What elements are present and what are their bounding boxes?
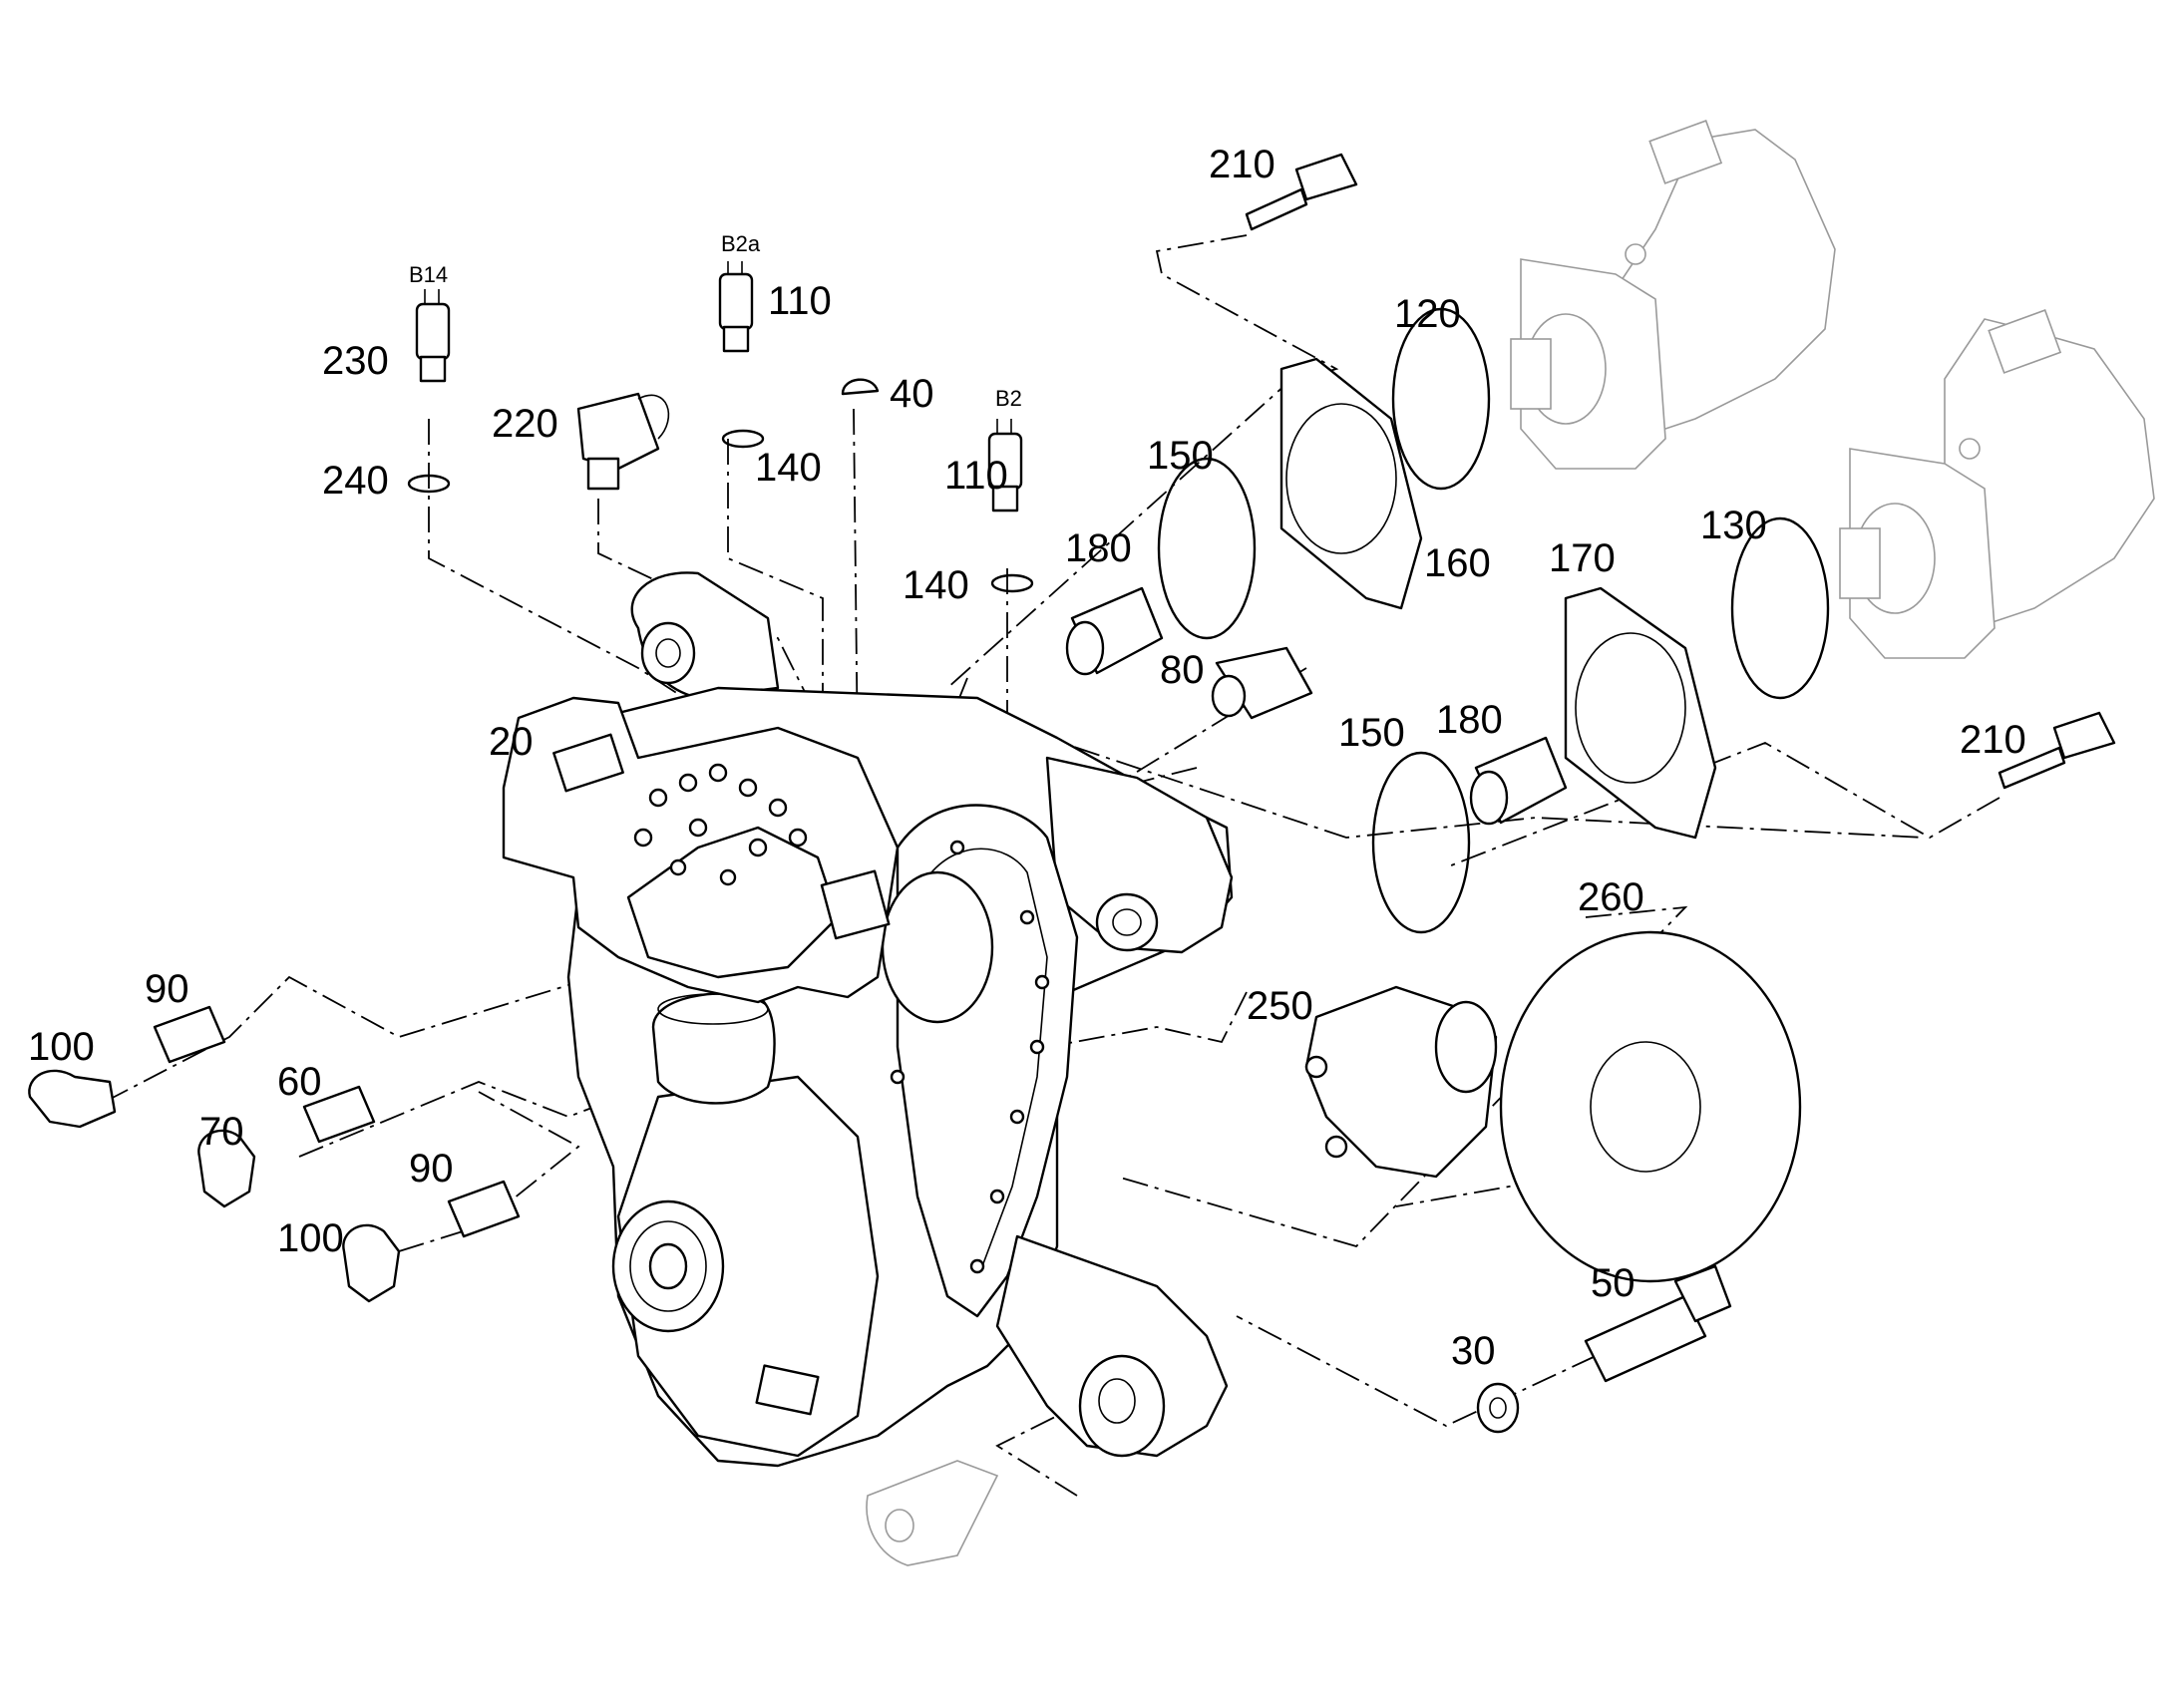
fitting-60	[302, 1085, 376, 1144]
flange-160	[1279, 357, 1423, 610]
bolt-210-upper-head	[1294, 153, 1358, 201]
sensor-b2a	[718, 261, 765, 449]
label-100-upper: 100	[28, 1025, 95, 1069]
label-90-upper: 90	[145, 967, 189, 1011]
sensor-b14	[407, 289, 451, 494]
bolt-210-upper-shank	[1245, 187, 1308, 231]
label-90-lower: 90	[409, 1147, 454, 1191]
label-150-lower: 150	[1338, 711, 1405, 755]
part-number-labels: 210 120 150 160 180 170 130 150 180 210 …	[28, 143, 2026, 1373]
tag-b14: B14	[409, 262, 448, 287]
transmission-housing	[502, 571, 1234, 1566]
bolt-50-shank	[1584, 1294, 1707, 1383]
upper-flange-assembly	[1065, 153, 1491, 676]
bolt-50-head	[1673, 1264, 1732, 1323]
hydraulic-motor-lower	[1839, 309, 2155, 659]
label-20: 20	[489, 720, 534, 764]
hydraulic-motor-upper	[1510, 120, 1836, 470]
flange-170	[1564, 586, 1717, 840]
label-110-upper: 110	[768, 279, 832, 323]
label-210-lower: 210	[1960, 718, 2026, 762]
connector-220	[576, 392, 670, 491]
label-240: 240	[322, 459, 389, 503]
label-130: 130	[1700, 504, 1767, 547]
label-120: 120	[1394, 292, 1461, 336]
label-70: 70	[199, 1110, 244, 1154]
fitting-90-upper	[153, 1005, 226, 1064]
label-40: 40	[890, 372, 934, 416]
label-150-upper: 150	[1147, 434, 1214, 478]
fittings-left	[28, 1005, 521, 1303]
brake-disc-bore	[1590, 1041, 1701, 1173]
o-ring-120	[1391, 307, 1491, 491]
tag-b2a: B2a	[721, 231, 761, 256]
brake-assembly	[1304, 930, 1802, 1283]
tag-b2: B2	[995, 386, 1022, 411]
label-100-lower: 100	[277, 1216, 344, 1260]
bolt-210-lower-shank	[1998, 746, 2066, 790]
washer-30	[1476, 1382, 1520, 1434]
o-ring-150-lower	[1371, 751, 1471, 934]
label-60: 60	[277, 1060, 322, 1104]
label-260: 260	[1578, 875, 1644, 919]
o-ring-130	[1730, 516, 1830, 700]
elbow-100-upper	[28, 1069, 117, 1129]
mount-bolt-assembly	[1476, 1264, 1732, 1434]
label-230: 230	[322, 339, 389, 383]
label-250: 250	[1247, 984, 1313, 1028]
flange-160-bore	[1285, 403, 1397, 554]
label-170: 170	[1549, 536, 1616, 580]
brake-disc-260	[1499, 930, 1802, 1283]
bolt-210-lower-head	[2052, 711, 2116, 760]
label-180-upper: 180	[1065, 526, 1132, 570]
label-50: 50	[1591, 1261, 1635, 1305]
plug-40	[841, 378, 880, 396]
label-220: 220	[492, 402, 558, 446]
label-80: 80	[1160, 648, 1205, 692]
sensor-b2	[987, 419, 1034, 593]
fitting-90-lower	[447, 1180, 521, 1238]
lower-flange-assembly	[1211, 516, 2116, 934]
elbow-70	[197, 1129, 256, 1208]
flange-170-bore	[1575, 632, 1686, 784]
label-140-lower: 140	[903, 563, 969, 607]
label-110-lower: 110	[944, 454, 1008, 498]
label-140-upper: 140	[755, 446, 822, 490]
elbow-100-lower	[342, 1223, 401, 1303]
label-210-upper: 210	[1209, 143, 1275, 186]
label-30: 30	[1451, 1329, 1496, 1373]
label-160: 160	[1424, 541, 1491, 585]
o-ring-150-upper	[1157, 457, 1257, 640]
label-180-lower: 180	[1436, 698, 1503, 742]
